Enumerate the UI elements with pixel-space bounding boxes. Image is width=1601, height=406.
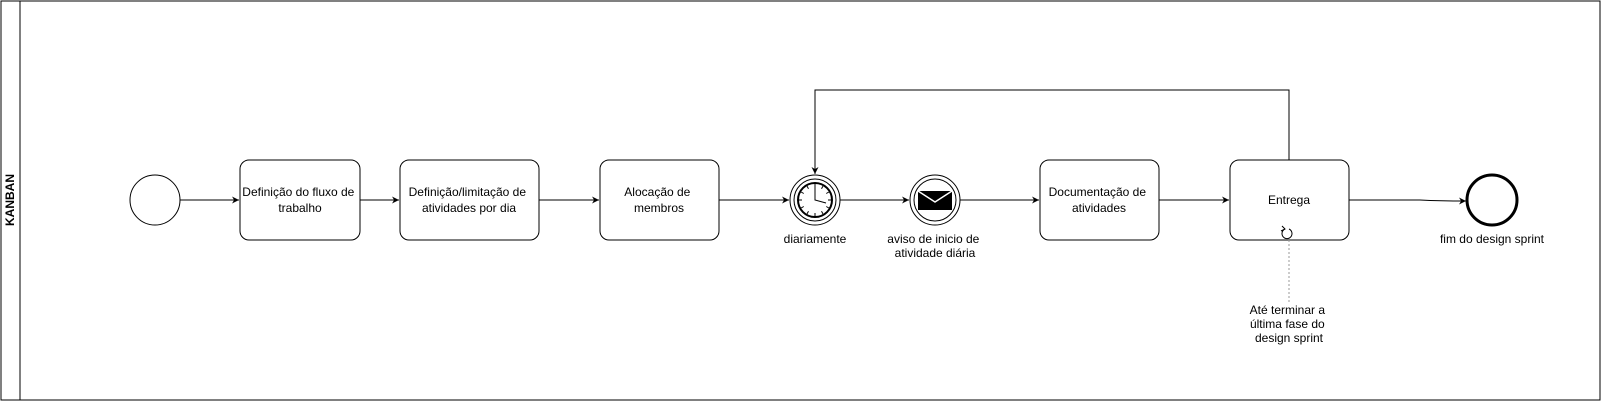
task-label-line: Definição do fluxo de (242, 185, 354, 199)
sequence-flows (180, 89, 1467, 205)
clock-tick (800, 191, 804, 194)
task-label-line: trabalho (278, 201, 322, 215)
end-event-label: fim do design sprint (1440, 232, 1545, 246)
timer-event[interactable] (789, 174, 841, 226)
loop-marker-icon (1280, 225, 1293, 239)
start-event[interactable] (129, 174, 181, 226)
task-label-line: Documentação de (1049, 185, 1147, 199)
clock-tick (826, 191, 830, 194)
end-event[interactable] (1465, 173, 1519, 227)
task-label-line: Alocação de (624, 185, 690, 199)
task-label-line: membros (634, 201, 684, 215)
task-label-line: atividades (1072, 201, 1126, 215)
task-label-line: atividades por dia (422, 201, 516, 215)
timer-event-label: diariamente (784, 232, 847, 246)
clock-tick (821, 185, 824, 189)
task-label-line: Entrega (1268, 193, 1310, 207)
svg-text:Documentação de atividad: Documentação de atividades (1049, 185, 1150, 215)
annotation-line: design sprint (1255, 331, 1324, 345)
clock-tick (806, 211, 809, 215)
clock-tick (806, 185, 809, 189)
envelope-icon (917, 190, 953, 210)
task-definicao-fluxo[interactable]: Definição do fluxo de trabalho (239, 159, 361, 241)
svg-text:Entrega: Entrega (1268, 193, 1310, 207)
task-definicao-limitacao[interactable]: Definição/limitação de atividades por di… (399, 159, 540, 241)
message-event-label: aviso de inicio de atividade diária (887, 232, 982, 260)
annotation-line: Até terminar a (1250, 303, 1326, 317)
task-alocacao-membros[interactable]: Alocação de membros (599, 159, 720, 241)
clock-tick (826, 206, 830, 209)
annotation-line: última fase do (1250, 317, 1325, 331)
message-event[interactable] (909, 174, 961, 226)
svg-text:Alocação de membros: Alocação de membros (624, 185, 693, 215)
annotation-text: Até terminar a última fase do design spr… (1250, 303, 1329, 345)
message-label-line: atividade diária (895, 246, 976, 260)
task-label-line: Definição/limitação de (409, 185, 527, 199)
clock-tick (800, 206, 804, 209)
svg-text:Definição do fluxo de tr: Definição do fluxo de trabalho (242, 185, 357, 215)
flow-loop-back-to-timer[interactable] (811, 89, 1290, 174)
message-label-line: aviso de inicio de (887, 232, 979, 246)
flow-task5-to-end[interactable] (1349, 197, 1467, 205)
pool-label: KANBAN (3, 174, 17, 226)
task-documentacao[interactable]: Documentação de atividades (1039, 159, 1160, 241)
clock-tick (821, 211, 824, 215)
svg-text:Definição/limitação de a: Definição/limitação de atividades por di… (409, 185, 530, 215)
task-entrega[interactable]: Entrega (1229, 159, 1350, 241)
clock-icon (797, 182, 833, 218)
